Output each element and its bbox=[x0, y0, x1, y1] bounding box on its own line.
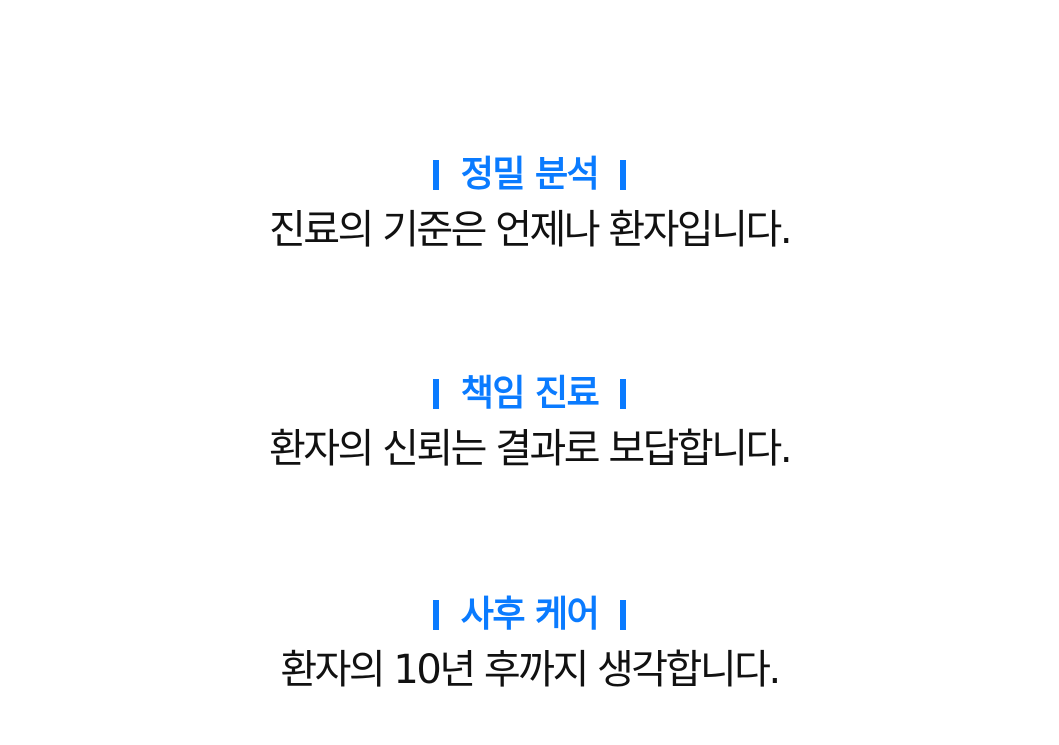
section-subtitle: 진료의 기준은 언제나 환자입니다. bbox=[268, 207, 793, 253]
section-subtitle: 환자의 10년 후까지 생각합니다. bbox=[280, 647, 781, 693]
divider-bar-icon bbox=[432, 600, 439, 630]
section-heading: 정밀 분석 bbox=[0, 153, 1059, 197]
heading-text: 정밀 분석 bbox=[460, 154, 600, 195]
heading-text: 사후 케어 bbox=[460, 594, 600, 635]
divider-bar-icon bbox=[432, 160, 439, 190]
heading-text: 책임 진료 bbox=[460, 373, 600, 414]
section-heading: 사후 케어 bbox=[0, 593, 1059, 637]
divider-bar-icon bbox=[620, 379, 627, 409]
section-precise-analysis: 정밀 분석 진료의 기준은 언제나 환자입니다. bbox=[0, 153, 1059, 255]
divider-bar-icon bbox=[620, 160, 627, 190]
section-aftercare: 사후 케어 환자의 10년 후까지 생각합니다. bbox=[0, 593, 1059, 695]
section-heading: 책임 진료 bbox=[0, 372, 1059, 416]
section-subtitle: 환자의 신뢰는 결과로 보답합니다. bbox=[268, 426, 793, 472]
section-responsible-care: 책임 진료 환자의 신뢰는 결과로 보답합니다. bbox=[0, 372, 1059, 474]
divider-bar-icon bbox=[620, 600, 627, 630]
divider-bar-icon bbox=[432, 379, 439, 409]
